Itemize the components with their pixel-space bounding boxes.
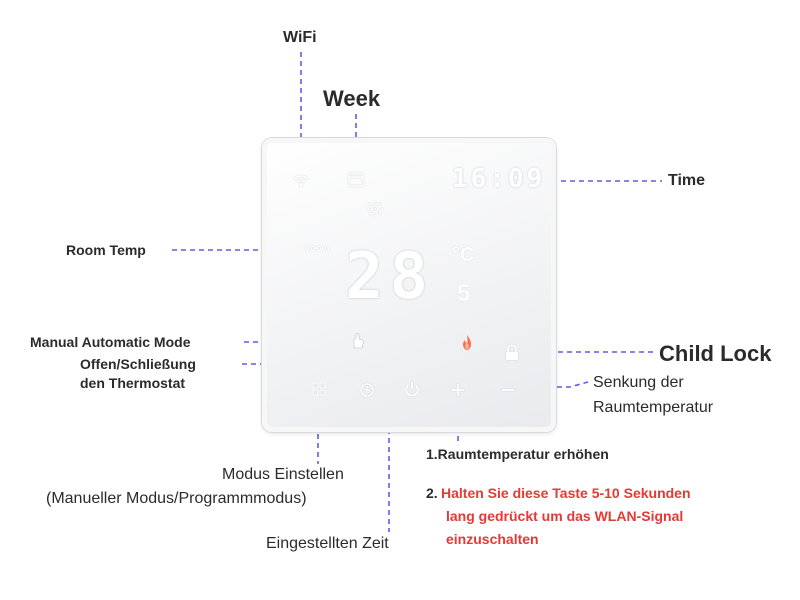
sun-icon <box>367 201 383 217</box>
time-display: 16:09 <box>452 164 546 194</box>
label-set-time: Eingestellten Zeit <box>266 535 389 552</box>
thermostat-panel <box>262 138 556 432</box>
label-power-line2: den Thermostat <box>80 375 186 391</box>
flame-icon <box>463 335 471 350</box>
power-icon[interactable] <box>404 380 420 398</box>
label-room-temp: Room Temp <box>66 242 146 258</box>
plus-icon[interactable] <box>450 382 466 398</box>
label-wifi-hint-line3: einzuschalten <box>446 531 539 547</box>
minus-icon[interactable] <box>500 382 516 398</box>
temp-decimal-display: 5 <box>457 280 471 307</box>
label-manual-auto-mode: Manual Automatic Mode <box>30 334 191 350</box>
label-lower-line1: Senkung der <box>593 374 684 391</box>
hand-icon[interactable] <box>350 332 366 350</box>
label-mode-line2: (Manueller Modus/Programmmodus) <box>46 490 307 507</box>
label-raise-temp: 1.Raumtemperatur erhöhen <box>426 446 609 462</box>
label-time: Time <box>668 172 706 189</box>
room-caption: Room <box>304 243 330 253</box>
week-calendar-icon <box>348 172 364 187</box>
clock-icon[interactable] <box>359 382 375 398</box>
wifi-icon <box>293 175 309 187</box>
label-child-lock: Child Lock <box>659 341 772 366</box>
label-wifi-hint-line2: lang gedrückt um das WLAN-Signal <box>446 508 684 524</box>
label-power-line1: Offen/Schließung <box>80 356 196 372</box>
label-mode-line1: Modus Einstellen <box>222 466 344 483</box>
label-wifi-hint-prefix: 2. <box>426 485 438 501</box>
label-lower-line2: Raumtemperatur <box>593 399 714 416</box>
mode-grid-icon[interactable] <box>312 382 326 396</box>
unit-display: °C <box>452 244 475 266</box>
lock-icon[interactable] <box>504 344 520 362</box>
label-week: Week <box>323 86 381 111</box>
label-wifi: WiFi <box>283 29 317 46</box>
temperature-display: 28 <box>345 240 435 314</box>
label-wifi-hint-line1: Halten Sie diese Taste 5-10 Sekunden <box>441 485 691 501</box>
